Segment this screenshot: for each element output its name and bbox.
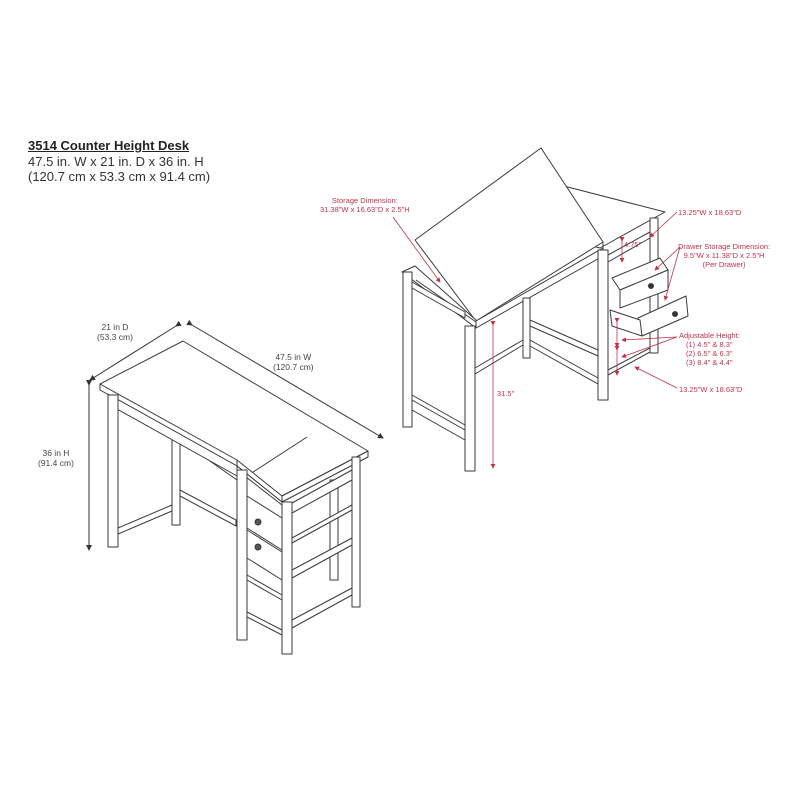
title-block: 3514 Counter Height Desk 47.5 in. W x 21…	[28, 138, 210, 184]
storage-title: Storage Dimension:	[331, 196, 398, 205]
drawer-dimension-label: Drawer Storage Dimension: 9.5"W x 11.38"…	[678, 242, 770, 269]
adjustable-height-label: Adjustable Height: (1) 4.5" & 8.3" (2) 6…	[679, 331, 740, 367]
shelf-gap-label: 4.75"	[624, 240, 642, 249]
dimensions-inches: 47.5 in. W x 21 in. D x 36 in. H	[28, 154, 204, 169]
drawer-value: 9.5"W x 11.38"D x 2.5"H	[683, 251, 765, 260]
top-shelf-label: 13.25"W x 18.63"D	[678, 208, 742, 217]
depth-cm: (53.3 cm)	[97, 332, 133, 342]
annotation-lines	[392, 211, 681, 469]
height-cm: (91.4 cm)	[38, 458, 74, 468]
bottom-shelf-label: 13.25"W x 18.63"D	[679, 385, 743, 394]
adjustable-title: Adjustable Height:	[679, 331, 740, 340]
drawer-title: Drawer Storage Dimension:	[678, 242, 771, 251]
drawer-note: (Per Drawer)	[702, 260, 746, 269]
leg-height-label: 31.5"	[497, 389, 515, 398]
dimensions-cm: (120.7 cm x 53.3 cm x 91.4 cm)	[28, 169, 211, 184]
height-label: 36 in H (91.4 cm)	[38, 448, 74, 468]
right-desk-drawing	[401, 147, 689, 472]
width-label: 47.5 in W (120.7 cm)	[273, 352, 314, 372]
depth-label: 21 in D (53.3 cm)	[97, 322, 133, 342]
adjustable-option-1: (1) 4.5" & 8.3"	[686, 340, 733, 349]
width-cm: (120.7 cm)	[273, 362, 314, 372]
width-in: 47.5 in W	[275, 352, 312, 362]
storage-value: 31.38"W x 16.63"D x 2.5"H	[320, 205, 410, 214]
adjustable-option-3: (3) 8.4" & 4.4"	[686, 358, 733, 367]
storage-dimension-label: Storage Dimension: 31.38"W x 16.63"D x 2…	[320, 196, 410, 214]
adjustable-option-2: (2) 6.5" & 6.3"	[686, 349, 733, 358]
model-title: 3514 Counter Height Desk	[28, 138, 190, 153]
height-in: 36 in H	[42, 448, 70, 458]
left-desk-drawing	[86, 319, 384, 655]
depth-in: 21 in D	[101, 322, 129, 332]
